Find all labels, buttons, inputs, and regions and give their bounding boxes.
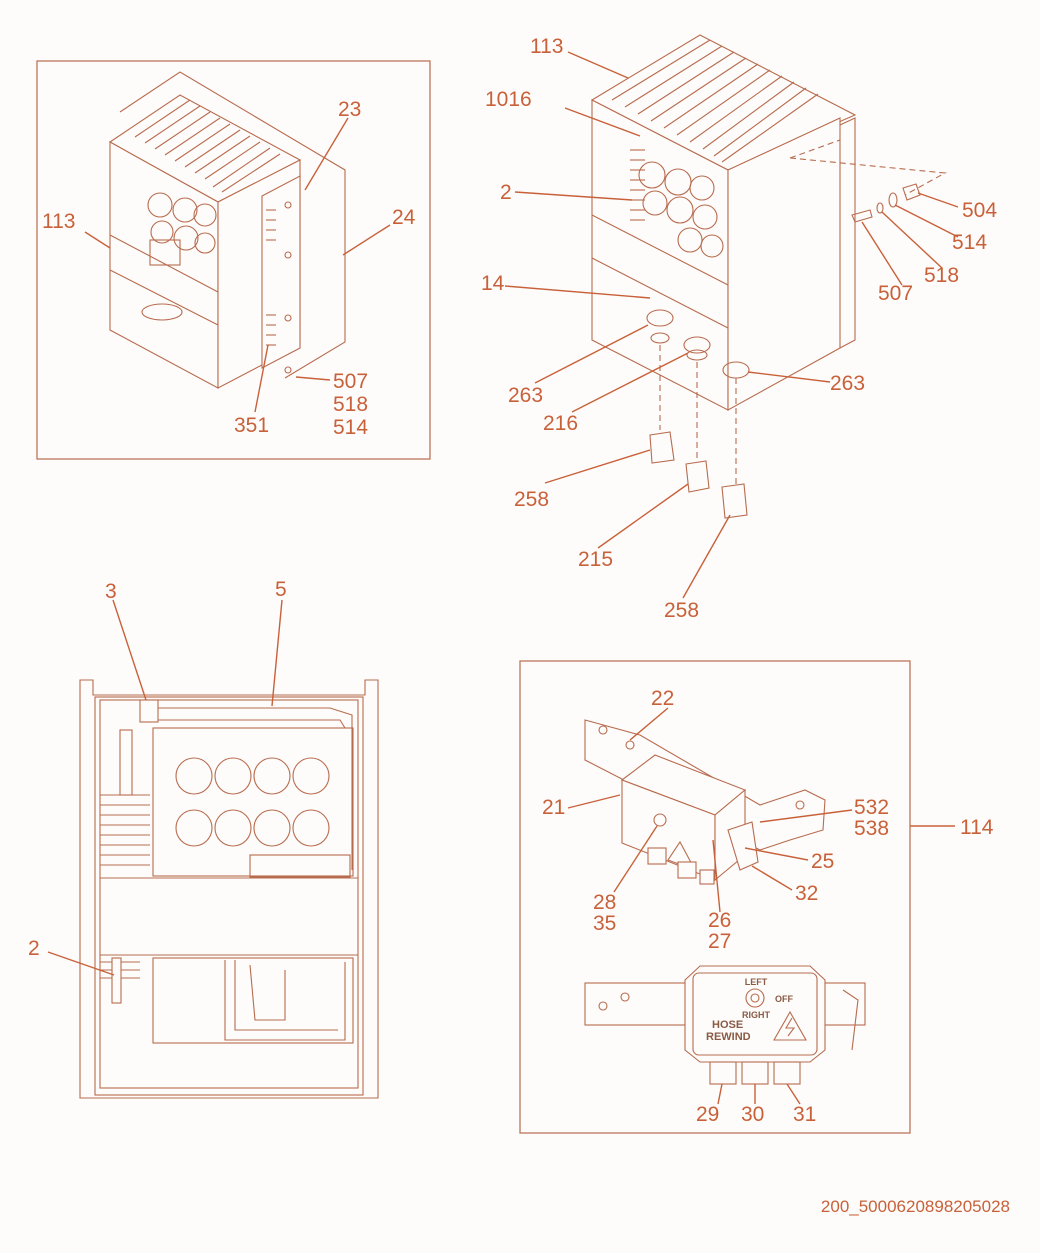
front-glands bbox=[709, 1061, 801, 1085]
callout-31: 31 bbox=[793, 1103, 816, 1126]
fin-stack-upper bbox=[100, 794, 150, 866]
capacitors bbox=[147, 192, 217, 266]
callout-3: 3 bbox=[105, 580, 117, 603]
side-connector bbox=[727, 821, 759, 871]
switch-label-left: LEFT bbox=[745, 977, 768, 987]
callout-263-right: 263 bbox=[830, 372, 865, 395]
callout-32: 32 bbox=[795, 882, 818, 905]
callout-24: 24 bbox=[392, 206, 416, 229]
cable-run-lower bbox=[224, 960, 346, 1041]
panel-bottom-left: 3 5 2 bbox=[28, 578, 379, 1099]
cover-plate bbox=[261, 175, 301, 369]
cable-glands bbox=[646, 309, 750, 379]
callout-507: 507 bbox=[333, 370, 368, 393]
callout-258-lower: 258 bbox=[664, 599, 699, 622]
callout-538: 538 bbox=[854, 817, 889, 840]
back-plate bbox=[119, 71, 346, 379]
callout-263: 263 bbox=[508, 384, 543, 407]
mounting-plate bbox=[839, 117, 856, 349]
cable-run bbox=[150, 707, 353, 870]
switch-label-off: OFF bbox=[775, 994, 793, 1004]
panel-frame bbox=[36, 60, 431, 460]
callout-113: 113 bbox=[530, 35, 563, 58]
front-bracket-left bbox=[584, 982, 694, 1026]
panel-frame bbox=[519, 660, 911, 1134]
callout-351: 351 bbox=[234, 414, 269, 437]
callout-35: 35 bbox=[593, 912, 616, 935]
callout-28: 28 bbox=[593, 891, 616, 914]
callout-514: 514 bbox=[952, 231, 987, 254]
panel-top-left: 23 113 24 507 518 514 351 bbox=[36, 60, 431, 460]
callout-215: 215 bbox=[578, 548, 613, 571]
callout-21: 21 bbox=[542, 796, 565, 819]
rear-cable bbox=[842, 989, 859, 1051]
hardware-set bbox=[851, 183, 921, 223]
enclosure-side bbox=[727, 117, 841, 411]
enclosure-inner bbox=[94, 696, 364, 1096]
callout-29: 29 bbox=[696, 1103, 719, 1126]
callout-26: 26 bbox=[708, 909, 731, 932]
callout-518: 518 bbox=[333, 393, 368, 416]
callout-2: 2 bbox=[28, 937, 40, 960]
panel-top-right: 113 1016 2 504 514 518 507 14 263 216 26… bbox=[481, 34, 997, 622]
callout-113: 113 bbox=[42, 210, 75, 233]
callout-25: 25 bbox=[811, 850, 834, 873]
callout-507: 507 bbox=[878, 282, 913, 305]
callout-114: 114 bbox=[960, 816, 994, 839]
callout-14: 14 bbox=[481, 272, 505, 295]
motor-bottom bbox=[141, 303, 183, 321]
callout-514: 514 bbox=[333, 416, 368, 439]
callout-518: 518 bbox=[924, 264, 959, 287]
callout-258: 258 bbox=[514, 488, 549, 511]
side-fins bbox=[630, 149, 645, 221]
panel-bottom-right: LEFT OFF RIGHT HOSE REWIND 22 21 532 538… bbox=[519, 660, 994, 1134]
terminal-area bbox=[152, 957, 354, 1044]
callout-23: 23 bbox=[338, 98, 361, 121]
callout-30: 30 bbox=[741, 1103, 764, 1126]
device-label-hose: HOSE bbox=[712, 1019, 743, 1031]
enclosure-outline bbox=[79, 679, 379, 1099]
capacitors bbox=[638, 161, 724, 258]
switch-box-front-view bbox=[684, 965, 826, 1063]
callout-532: 532 bbox=[854, 796, 889, 819]
callout-1016: 1016 bbox=[485, 88, 532, 111]
callout-216: 216 bbox=[543, 412, 578, 435]
cover-screws bbox=[284, 201, 292, 374]
callout-27: 27 bbox=[708, 930, 731, 953]
callout-22: 22 bbox=[651, 687, 674, 710]
blanking-plugs bbox=[649, 431, 748, 519]
switch-knob-front bbox=[745, 988, 765, 1008]
document-id: 200_5000620898205028 bbox=[820, 1197, 1010, 1216]
rotary-switch-knob bbox=[653, 813, 667, 827]
warning-triangle-front bbox=[773, 1010, 807, 1041]
assembly-axis bbox=[789, 139, 947, 196]
callout-2: 2 bbox=[500, 181, 512, 204]
heatsink-fins bbox=[611, 39, 819, 163]
bottom-glands bbox=[647, 847, 715, 885]
capacitor-circles bbox=[175, 757, 330, 847]
lightning-icon bbox=[785, 1017, 796, 1037]
capacitor-bank bbox=[152, 727, 354, 877]
heatsink-fins bbox=[134, 99, 281, 193]
switch-label-right: RIGHT bbox=[742, 1010, 771, 1020]
callout-5: 5 bbox=[275, 578, 287, 601]
callout-504: 504 bbox=[962, 199, 997, 222]
device-label-rewind: REWIND bbox=[706, 1031, 751, 1043]
